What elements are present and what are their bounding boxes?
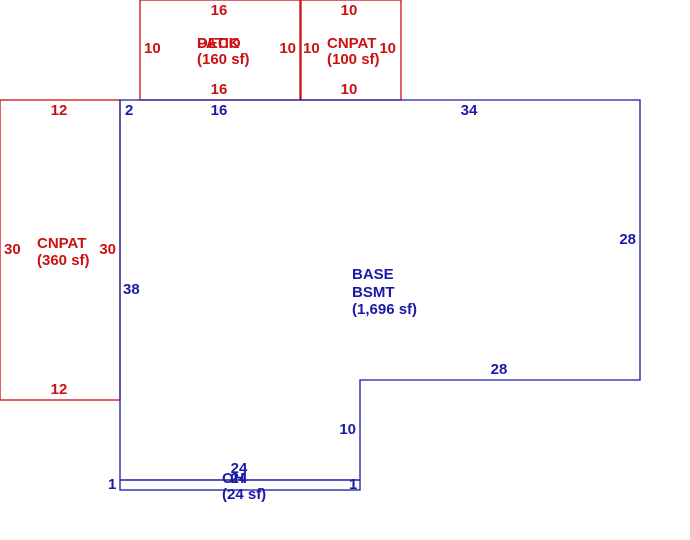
base-dim-step-vertical: 10: [339, 421, 356, 438]
deck-label: DECK: [197, 35, 240, 52]
oh-dim-bottom: 24: [231, 470, 248, 487]
oh-outline: [119, 479, 361, 491]
deck-dim-right: 10: [279, 40, 296, 57]
cnpat-large-dim-top: 12: [51, 102, 68, 119]
cnpat-small-label: CNPAT: [327, 35, 376, 52]
oh-dim-top: 24: [231, 460, 248, 477]
cnpat-large-dim-bottom: 12: [51, 381, 68, 398]
cnpat-large-label: CNPAT: [37, 235, 86, 252]
base-dim-right: 28: [619, 231, 636, 248]
cnpat-large-dim-left: 30: [4, 241, 21, 258]
base-dim-left: 38: [123, 281, 140, 298]
oh-label: OH: [222, 470, 245, 487]
bsmt-label: BSMT: [352, 284, 395, 301]
cnpat-small-dim-left: 10: [303, 40, 320, 57]
oh-area: (24 sf): [222, 486, 266, 503]
deck-area: (160 sf): [197, 51, 250, 68]
cnpat-small-area: (100 sf): [327, 51, 380, 68]
cnpat-small-dim-right: 10: [379, 40, 396, 57]
oh-dim-left: 1: [108, 476, 116, 493]
deck-dim-left: 10: [144, 40, 161, 57]
base-dim-top-c: 34: [461, 102, 478, 119]
base-dim-top-a: 2: [125, 102, 133, 119]
oh-dim-right: 1: [349, 476, 357, 493]
base-area: (1,696 sf): [352, 301, 417, 318]
base-dim-top-b: 16: [211, 102, 228, 119]
cnpat-large-area: (360 sf): [37, 252, 90, 269]
cnpat-small-dim-top: 10: [341, 2, 358, 19]
deck-dim-bottom: 16: [211, 81, 228, 98]
cnpat-large-dim-right: 30: [99, 241, 116, 258]
deck-dim-top: 16: [211, 2, 228, 19]
base-dim-step-horizontal: 28: [491, 361, 508, 378]
patio-label: PATIO: [197, 35, 241, 52]
base-label: BASE: [352, 266, 394, 283]
cnpat-small-dim-bottom: 10: [341, 81, 358, 98]
